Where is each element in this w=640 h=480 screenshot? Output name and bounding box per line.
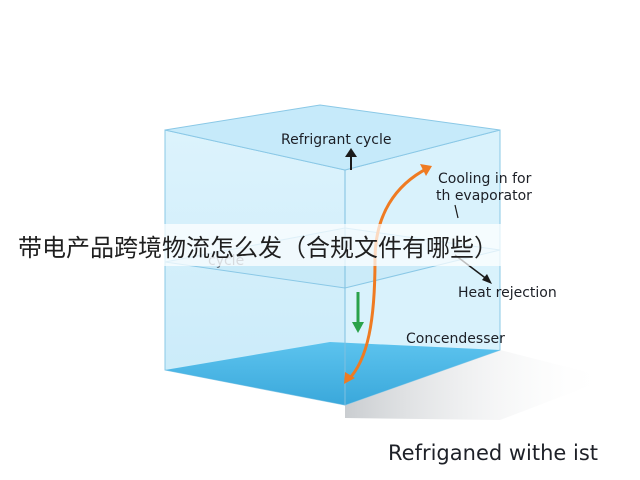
orange-arrow-head-bottom bbox=[344, 372, 355, 384]
cooling-label-line1: Cooling in for bbox=[438, 171, 532, 187]
orange-arrow-head-top bbox=[420, 164, 432, 176]
box-top-face bbox=[164, 104, 501, 171]
title-banner bbox=[0, 224, 640, 266]
heat-leader-head bbox=[482, 274, 492, 284]
condenser-label: Concendesser bbox=[406, 331, 505, 347]
cooling-label-line2: th evaporator bbox=[436, 188, 532, 204]
green-arrow-head bbox=[352, 322, 364, 333]
up-arrow-head bbox=[345, 148, 357, 157]
water-bottom-surface bbox=[165, 342, 500, 405]
floor-shadow bbox=[345, 350, 610, 420]
refrigerant-cycle-label: Refrigrant cycle bbox=[281, 132, 392, 148]
cooling-leader-line bbox=[454, 204, 459, 219]
bottom-caption: Refriganed withe ist bbox=[388, 441, 599, 465]
heat-rejection-label: Heat rejection bbox=[458, 285, 557, 301]
banner-title: 带电产品跨境物流怎么发（合规文件有哪些） bbox=[18, 234, 498, 262]
